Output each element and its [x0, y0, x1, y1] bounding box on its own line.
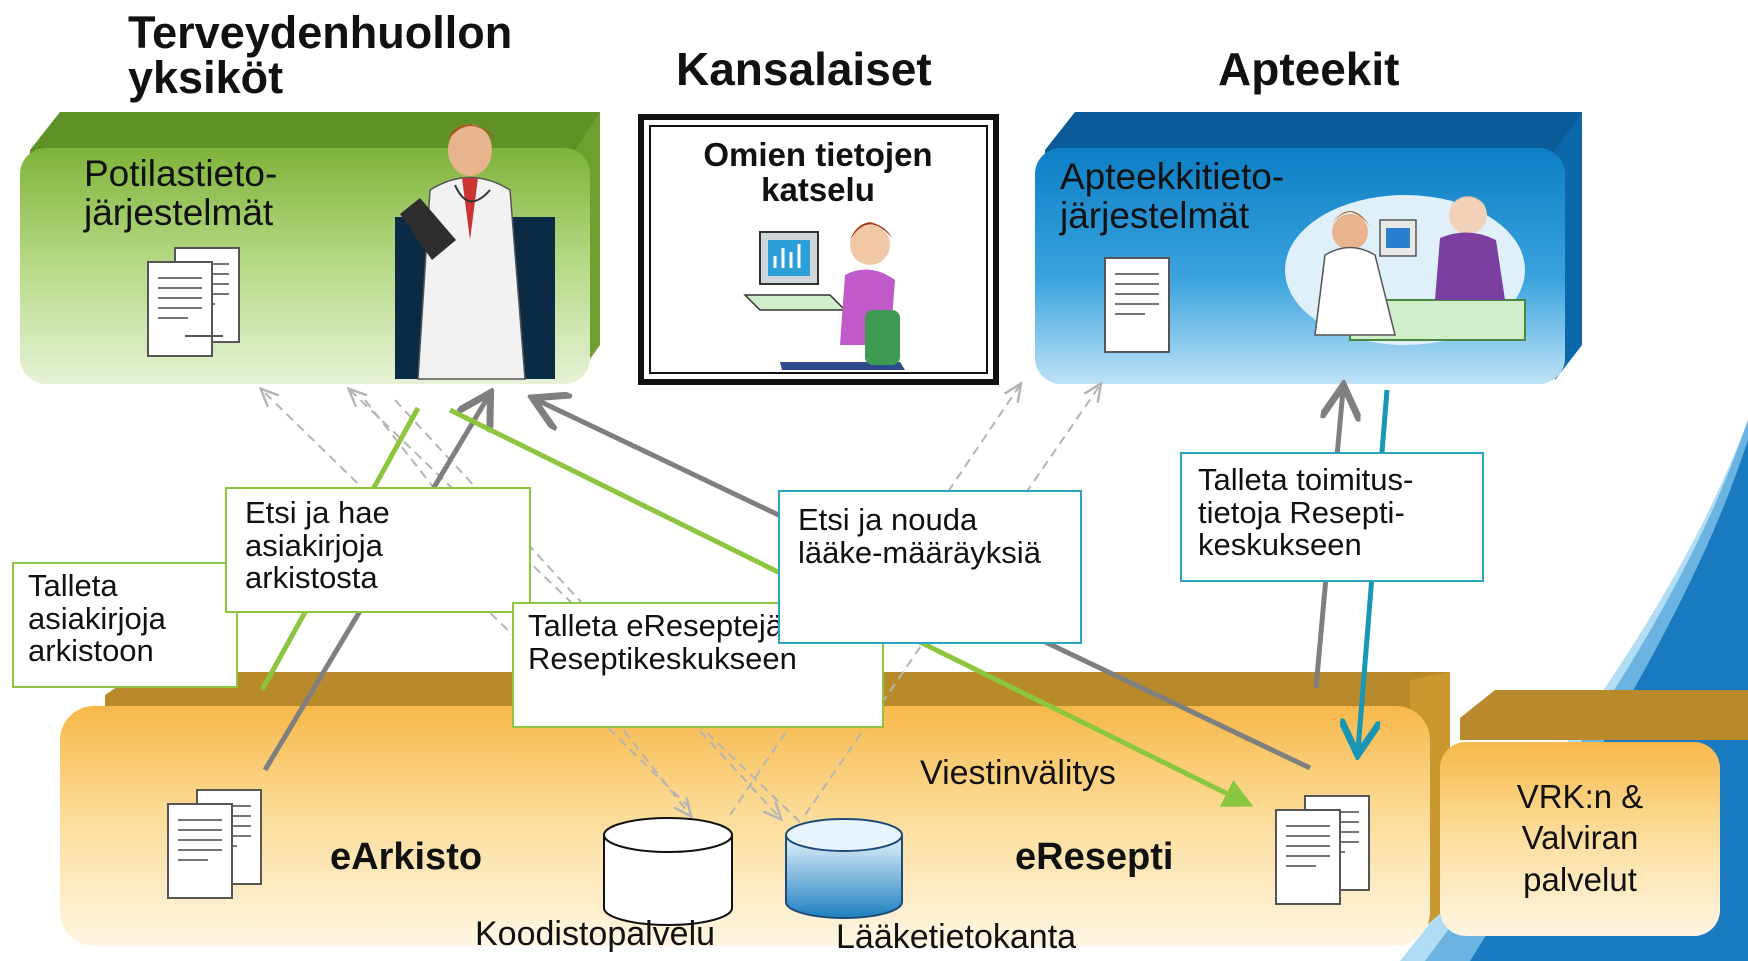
- doctor-icon: [395, 124, 555, 380]
- server-icon: [1275, 795, 1370, 905]
- citizen-computer-icon: [743, 222, 905, 370]
- callout-store-delivery: Talleta toimitus-tietoja Resepti-keskuks…: [1180, 452, 1484, 582]
- database-icon: [603, 817, 733, 926]
- pharmacist-icon: [1285, 195, 1526, 345]
- server-icon: [167, 789, 262, 899]
- label-earkisto: eArkisto: [330, 836, 483, 878]
- label-own-data-view: Omien tietojen katselu: [703, 136, 933, 208]
- server-icon: [1104, 257, 1170, 353]
- callout-search-archive: Etsi ja hae asiakirjoja arkistosta: [225, 487, 531, 613]
- base-bar: [60, 706, 1430, 946]
- label-code-service: Koodistopalvelu: [475, 915, 716, 953]
- label-drug-db: Lääketietokanta: [836, 918, 1077, 956]
- header-citizens: Kansalaiset: [676, 43, 932, 95]
- header-pharmacies: Apteekit: [1218, 43, 1400, 95]
- label-patient-systems: Potilastieto-järjestelmät: [84, 153, 278, 233]
- label-messaging: Viestinvälitys: [920, 754, 1116, 792]
- label-pharmacy-systems: Apteekkitieto-järjestelmät: [1060, 156, 1285, 236]
- label-eresepti: eResepti: [1015, 836, 1174, 878]
- callout-search-prescriptions: Etsi ja nouda lääke-määräyksiä: [778, 490, 1082, 644]
- callout-store-archive: Talleta asiakirjoja arkistoon: [12, 562, 238, 688]
- callout-store-eprescriptions: Talleta eReseptejä Reseptikeskukseen: [512, 602, 884, 728]
- server-icon: [147, 247, 240, 357]
- header-health-units: Terveydenhuollon yksiköt: [128, 7, 513, 103]
- label-vrk-valvira: VRK:n & Valviran palvelut: [1516, 778, 1644, 898]
- vrk-panel: [1440, 742, 1720, 936]
- database-icon: [785, 818, 903, 919]
